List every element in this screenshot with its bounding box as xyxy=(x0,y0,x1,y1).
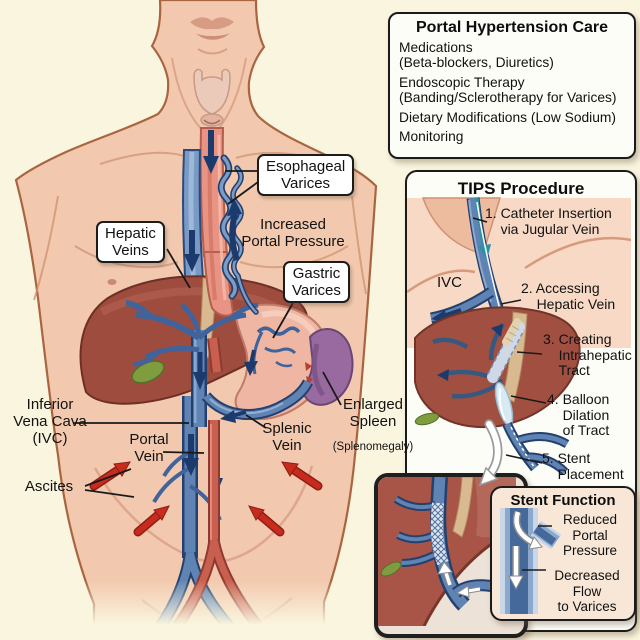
label-ascites: Ascites xyxy=(24,478,74,495)
care-item-dietary: Dietary Modifications (Low Sodium) xyxy=(399,109,616,125)
flow-arrows xyxy=(203,130,242,261)
stent-function-title: Stent Function xyxy=(510,492,616,509)
tips-step-3: 3. Creating Intrahepatic Tract xyxy=(543,331,632,379)
label-increased-portal-pressure: Increased Portal Pressure xyxy=(241,216,345,251)
aorta-upper xyxy=(207,337,223,373)
label-inferior-vena-cava: Inferior Vena Cava (IVC) xyxy=(13,396,87,448)
stent-function-decreased: Decreased Flow to Varices xyxy=(554,568,620,615)
intrahepatic-tract xyxy=(487,318,525,383)
portal-hypertension-care-panel: Portal Hypertension Care Medications (Be… xyxy=(388,12,636,159)
tips-step-4: 4. Balloon Dilation of Tract xyxy=(547,391,610,439)
hepatic-portal-junction xyxy=(502,421,570,476)
label-esophageal-varices: Esophageal Varices xyxy=(257,154,355,197)
tips-ivc-label: IVC xyxy=(437,274,463,291)
zoom-flow-arrows xyxy=(437,561,481,598)
splenic-vein-vessel xyxy=(201,379,313,423)
tips-step-2: 2. Accessing Hepatic Vein xyxy=(521,280,616,312)
care-item-endoscopic: Endoscopic Therapy (Banding/Sclerotherap… xyxy=(399,74,617,106)
portal-vein-vessel xyxy=(125,300,259,427)
gastric-varices-vessels xyxy=(244,326,301,376)
stent-function-panel: Stent Function Reduced Portal Pressure D… xyxy=(490,486,636,621)
tips-illustration xyxy=(407,197,631,476)
stent-function-arrows xyxy=(508,510,543,591)
label-portal-vein: Portal Vein xyxy=(129,431,169,466)
label-hepatic-veins: Hepatic Veins xyxy=(96,221,165,264)
tips-step-1: 1. Catheter Insertion via Jugular Vein xyxy=(485,205,612,237)
care-item-medications: Medications (Beta-blockers, Diuretics) xyxy=(399,40,554,71)
stent-function-reduced: Reduced Portal Pressure xyxy=(562,512,618,559)
stent-function-illustration xyxy=(500,508,562,614)
label-splenomegaly: (Splenomegaly) xyxy=(332,441,414,453)
label-enlarged-spleen: Enlarged Spleen xyxy=(342,396,404,431)
care-panel-title: Portal Hypertension Care xyxy=(415,19,609,36)
tips-panel-title: TIPS Procedure xyxy=(457,179,585,198)
label-gastric-varices: Gastric Varices xyxy=(283,261,350,304)
label-splenic-vein: Splenic Vein xyxy=(262,420,312,455)
care-item-list: Medications (Beta-blockers, Diuretics) E… xyxy=(390,37,634,145)
stent-mesh xyxy=(430,502,449,566)
step-callout-lines xyxy=(472,217,547,464)
callout-lines xyxy=(73,170,342,498)
tips-step-5: 5. Stent Placement xyxy=(542,450,624,482)
stent-function-callouts xyxy=(522,525,552,571)
spleen xyxy=(300,328,354,406)
care-item-monitoring: Monitoring xyxy=(399,129,464,145)
